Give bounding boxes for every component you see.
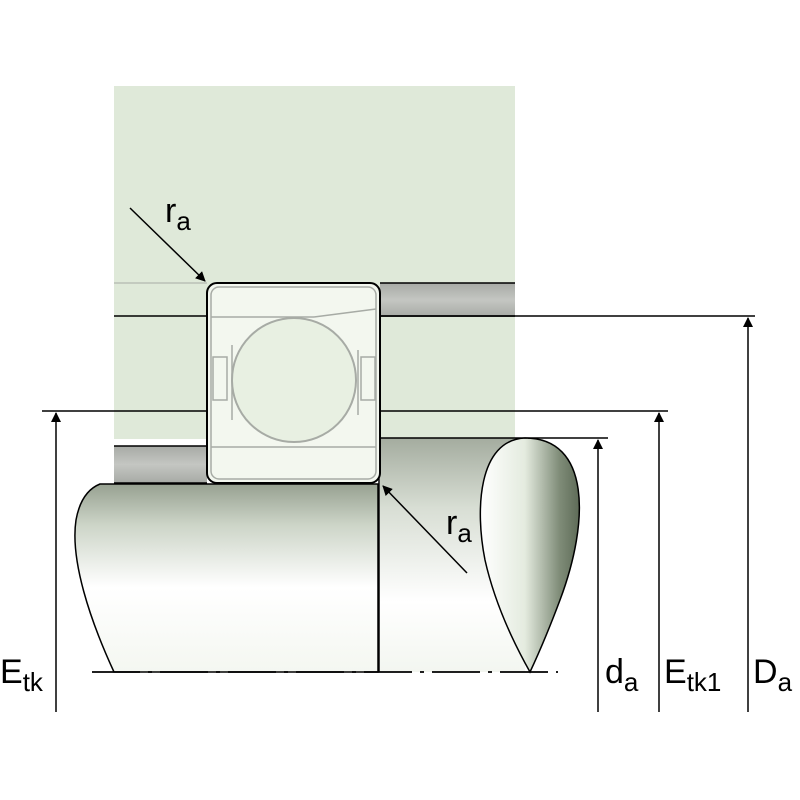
bearing-seal-right xyxy=(360,356,376,401)
bearing-outer-ring-taper xyxy=(313,308,377,318)
leader-fillet-bottom xyxy=(382,485,468,574)
label-fillet-bottom: ra xyxy=(446,504,472,548)
shaft-left-segment xyxy=(74,483,379,673)
label-fillet-top: ra xyxy=(165,192,191,236)
label-d-a-outer: Da xyxy=(753,653,793,697)
housing-shoulder-band-right xyxy=(380,283,515,317)
label-e-tk: Etk xyxy=(0,653,44,697)
label-e-tk1: Etk1 xyxy=(664,653,721,697)
bearing-seal-left xyxy=(212,356,228,401)
leader-fillet-top xyxy=(129,207,206,282)
shaft-shoulder-band-left xyxy=(114,446,207,483)
bearing-inner-outline xyxy=(210,286,377,480)
label-d-a: da xyxy=(605,653,639,697)
bearing-ball xyxy=(231,317,357,443)
